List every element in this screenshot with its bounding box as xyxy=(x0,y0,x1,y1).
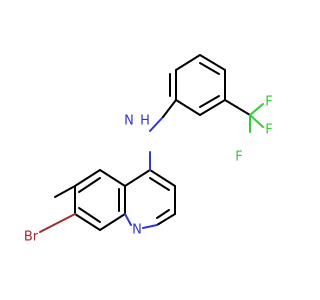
bond xyxy=(99,169,126,187)
fluorine-label: F xyxy=(265,123,272,138)
bond xyxy=(249,103,264,116)
bond xyxy=(74,169,101,187)
bond xyxy=(54,185,76,198)
bond xyxy=(78,207,101,223)
bond xyxy=(156,209,170,219)
bond xyxy=(199,54,226,71)
bond xyxy=(156,213,176,226)
amine-nitrogen-label: N xyxy=(124,114,134,129)
fluorine-label: F xyxy=(235,150,242,165)
molecule-diagram: N H N Br F F F xyxy=(24,54,273,245)
bond xyxy=(78,177,101,193)
bond xyxy=(224,99,251,116)
bromine-label: Br xyxy=(24,230,39,245)
nitrogen-ring-label: N xyxy=(132,223,142,238)
fluorine-label: F xyxy=(265,95,272,110)
bond xyxy=(199,62,220,75)
bond xyxy=(199,95,220,108)
bond xyxy=(142,224,158,229)
bond xyxy=(149,116,164,132)
bond xyxy=(175,54,201,71)
atom-label-layer: N H N Br F F F xyxy=(24,95,273,245)
structure-canvas: N H N Br F F F xyxy=(24,54,273,245)
bond xyxy=(99,213,126,231)
bond xyxy=(74,213,101,231)
bond xyxy=(124,213,132,226)
bond xyxy=(199,99,226,116)
bond xyxy=(124,169,151,187)
bond xyxy=(39,213,76,233)
bond xyxy=(149,169,176,187)
bond xyxy=(162,99,177,118)
bond xyxy=(149,177,170,191)
bond xyxy=(249,114,264,128)
amine-hydrogen-label: H xyxy=(140,114,150,129)
bond-layer xyxy=(39,54,264,233)
bond xyxy=(175,99,201,116)
